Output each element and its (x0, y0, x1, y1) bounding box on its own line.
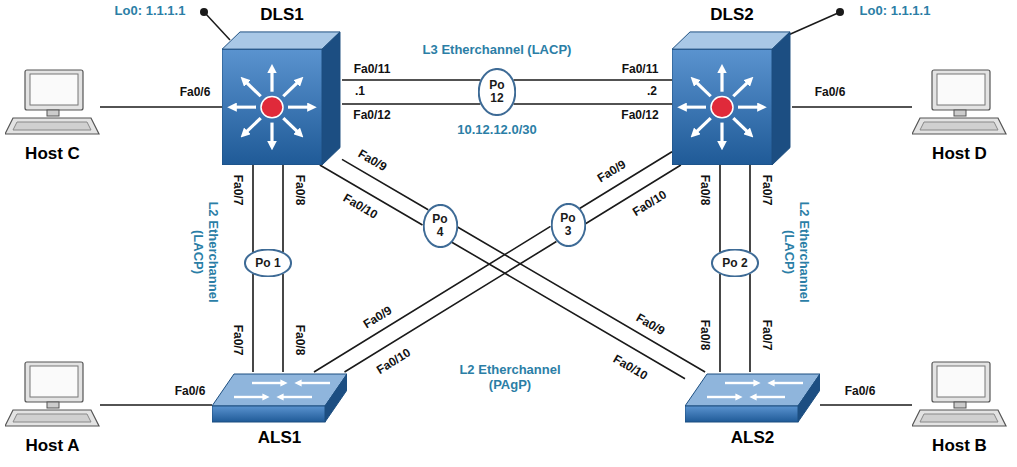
host-pc: Host A (5, 360, 100, 432)
access-switch-icon (212, 372, 347, 424)
host-pc: Host C (5, 68, 100, 140)
port-channel: Po 2 (711, 249, 759, 277)
interface-name: Fa0/9 (633, 311, 666, 338)
device-name: DLS1 (260, 5, 303, 25)
link-line (720, 274, 750, 372)
port-channel: Po 12 (478, 68, 516, 116)
channel-name: Po 2 (722, 257, 747, 270)
loopback-dot (836, 8, 844, 16)
multilayer-switch: DLS2 (672, 30, 792, 165)
interface-name: Fa0/8 (292, 325, 306, 356)
interface-name: Fa0/7 (230, 175, 244, 206)
interface-name: Fa0/7 (759, 320, 773, 351)
ip-host-part: .2 (647, 85, 657, 99)
interface-name: Fa0/6 (815, 86, 846, 100)
host-pc: Host D (912, 68, 1007, 140)
port-channel: Po 1 (244, 249, 292, 277)
link-line (720, 165, 750, 252)
interface-name: Fa0/7 (759, 175, 773, 206)
link-line (820, 404, 912, 406)
port-channel: Po 4 (423, 204, 458, 248)
device-name: Host A (25, 436, 79, 456)
interface-name: Fa0/9 (361, 304, 394, 332)
interface-name: Fa0/12 (621, 109, 658, 123)
device-name: ALS1 (258, 428, 301, 448)
loopback-dot (200, 8, 208, 16)
channel-name: Po 12 (485, 79, 509, 105)
host-pc-icon (5, 360, 100, 432)
link-line (514, 80, 673, 104)
interface-name: Fa0/8 (697, 175, 711, 206)
interface-name: Fa0/8 (292, 175, 306, 206)
device-name: Host C (25, 144, 80, 164)
channel-name: Po 4 (429, 213, 451, 239)
device-name: ALS2 (731, 428, 774, 448)
link-line (100, 404, 212, 406)
subnet-address: 10.12.12.0/30 (457, 123, 537, 138)
link-line (452, 227, 705, 379)
access-switch: ALS1 (212, 372, 347, 424)
channel-name: Po 3 (557, 212, 579, 238)
port-channel: Po 3 (551, 203, 586, 247)
interface-name: Fa0/11 (622, 63, 659, 77)
link-line (253, 165, 283, 252)
access-switch: ALS2 (685, 372, 820, 424)
channel-name: Po 1 (255, 257, 280, 270)
link-line (792, 106, 912, 108)
link-line (253, 274, 283, 372)
loopback-address: Lo0: 1.1.1.1 (115, 4, 186, 19)
interface-name: Fa0/6 (175, 385, 206, 399)
host-pc: Host B (912, 360, 1007, 432)
access-switch-icon (685, 372, 820, 424)
host-pc-icon (912, 360, 1007, 432)
host-pc-icon (5, 68, 100, 140)
interface-name: Fa0/6 (845, 385, 876, 399)
host-pc-icon (912, 68, 1007, 140)
interface-name: Fa0/7 (230, 325, 244, 356)
device-name: Host B (932, 436, 987, 456)
loopback-line (786, 13, 838, 36)
channel-type-note: L2 Etherchannel (LACP) (781, 196, 811, 308)
multilayer-switch: DLS1 (222, 30, 342, 165)
loopback-line (205, 13, 230, 40)
channel-type-note: L2 Etherchannel (PAgP) (450, 363, 570, 393)
interface-name: Fa0/12 (353, 109, 390, 123)
link-line (100, 106, 222, 108)
device-name: Host D (932, 144, 987, 164)
loopback-address: Lo0: 1.1.1.1 (860, 4, 931, 19)
ip-host-part: .1 (355, 85, 365, 99)
device-name: DLS2 (710, 5, 753, 25)
interface-name: Fa0/10 (610, 353, 649, 384)
interface-name: Fa0/8 (697, 320, 711, 351)
link-line (580, 152, 681, 224)
link-line (342, 80, 481, 104)
interface-name: Fa0/10 (374, 346, 413, 377)
channel-type-note: L3 Etherchannel (LACP) (423, 43, 572, 58)
link-line (314, 226, 556, 372)
interface-name: Fa0/11 (354, 63, 391, 77)
multilayer-switch-icon (672, 30, 792, 165)
multilayer-switch-icon (222, 30, 342, 165)
interface-name: Fa0/6 (180, 86, 211, 100)
channel-type-note: L2 Etherchannel (LACP) (190, 196, 220, 308)
